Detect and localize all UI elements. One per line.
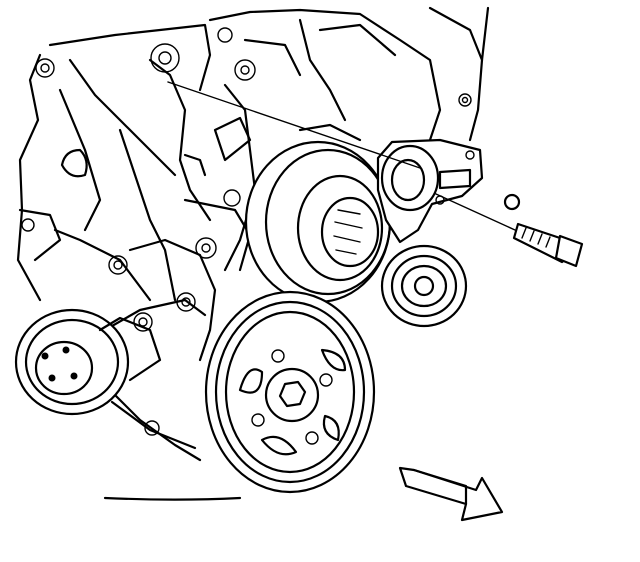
water-pump-pulley (14, 308, 197, 450)
idler-pulley (380, 244, 468, 328)
belt-tensioner (376, 138, 484, 244)
engine-front-cover (16, 6, 490, 501)
direction-arrow-icon (398, 466, 504, 522)
large-accessory-pulley (244, 123, 392, 304)
crankshaft-balancer (204, 290, 376, 494)
tensioner-bolt (167, 81, 584, 268)
